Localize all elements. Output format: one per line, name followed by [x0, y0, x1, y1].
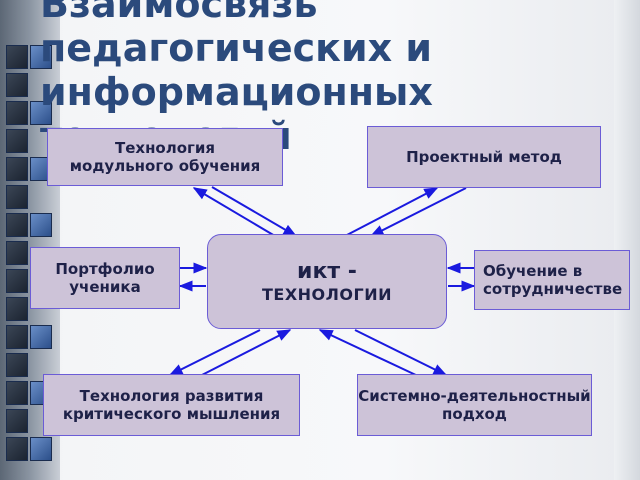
- decor-square: [6, 185, 28, 209]
- decor-square: [30, 437, 52, 461]
- decor-square: [6, 297, 28, 321]
- decor-square: [6, 381, 28, 405]
- node-cooperation: Обучение в сотрудничестве: [474, 250, 630, 310]
- decor-square: [6, 73, 28, 97]
- node-activity-line-1: Системно-деятельностный: [358, 387, 591, 405]
- decor-square: [30, 213, 52, 237]
- node-modular-line-2: модульного обучения: [69, 157, 261, 175]
- decor-square: [6, 269, 28, 293]
- decor-square: [6, 409, 28, 433]
- node-portfolio-line-2: ученика: [69, 278, 141, 296]
- node-system-activity: Системно-деятельностный подход: [357, 374, 592, 436]
- arrow-ict-to-modular: [192, 187, 276, 237]
- decor-square: [6, 241, 28, 265]
- right-decor-stripe: [614, 0, 640, 480]
- node-modular-learning: Технология модульного обучения: [47, 128, 283, 186]
- decor-square: [6, 325, 28, 349]
- decor-square: [6, 101, 28, 125]
- node-project-method: Проектный метод: [367, 126, 601, 188]
- title-line-3: информационных: [40, 70, 433, 114]
- arrow-critical-to-ict: [199, 329, 292, 377]
- node-project-line-1: Проектный метод: [406, 148, 562, 166]
- arrow-ict-to-project: [344, 187, 439, 237]
- node-critical-line-1: Технология развития: [79, 387, 264, 405]
- arrow-ict-to-activity: [354, 329, 448, 376]
- node-activity-line-2: подход: [442, 405, 507, 423]
- node-modular-line-1: Технология: [114, 139, 216, 157]
- node-portfolio-line-1: Портфолио: [55, 260, 155, 278]
- node-portfolio: Портфолио ученика: [30, 247, 180, 309]
- arrow-ict-to-critical: [168, 329, 261, 376]
- center-line-2: ТЕХНОЛОГИИ: [261, 284, 393, 304]
- decor-square: [6, 437, 28, 461]
- node-cooperation-line-1: Обучение в: [483, 262, 583, 280]
- center-line-1: икт -: [297, 258, 357, 284]
- node-cooperation-line-2: сотрудничестве: [483, 280, 623, 298]
- node-critical-line-2: критического мышления: [62, 405, 281, 423]
- arrow-project-to-ict: [369, 187, 467, 237]
- decor-square: [30, 45, 52, 69]
- decor-square: [6, 129, 28, 153]
- decor-square: [6, 353, 28, 377]
- decor-square: [30, 101, 52, 125]
- title-line-2: педагогических и: [40, 26, 432, 70]
- decor-square: [6, 45, 28, 69]
- arrow-activity-to-ict: [318, 329, 419, 377]
- decor-square: [6, 213, 28, 237]
- title-line-1: Взаимосвязь: [40, 0, 318, 26]
- decor-square: [30, 325, 52, 349]
- decor-square: [6, 157, 28, 181]
- node-critical-thinking: Технология развития критического мышлени…: [43, 374, 300, 436]
- node-ict-technologies: икт - ТЕХНОЛОГИИ: [207, 234, 447, 329]
- arrow-modular-to-ict: [211, 186, 298, 237]
